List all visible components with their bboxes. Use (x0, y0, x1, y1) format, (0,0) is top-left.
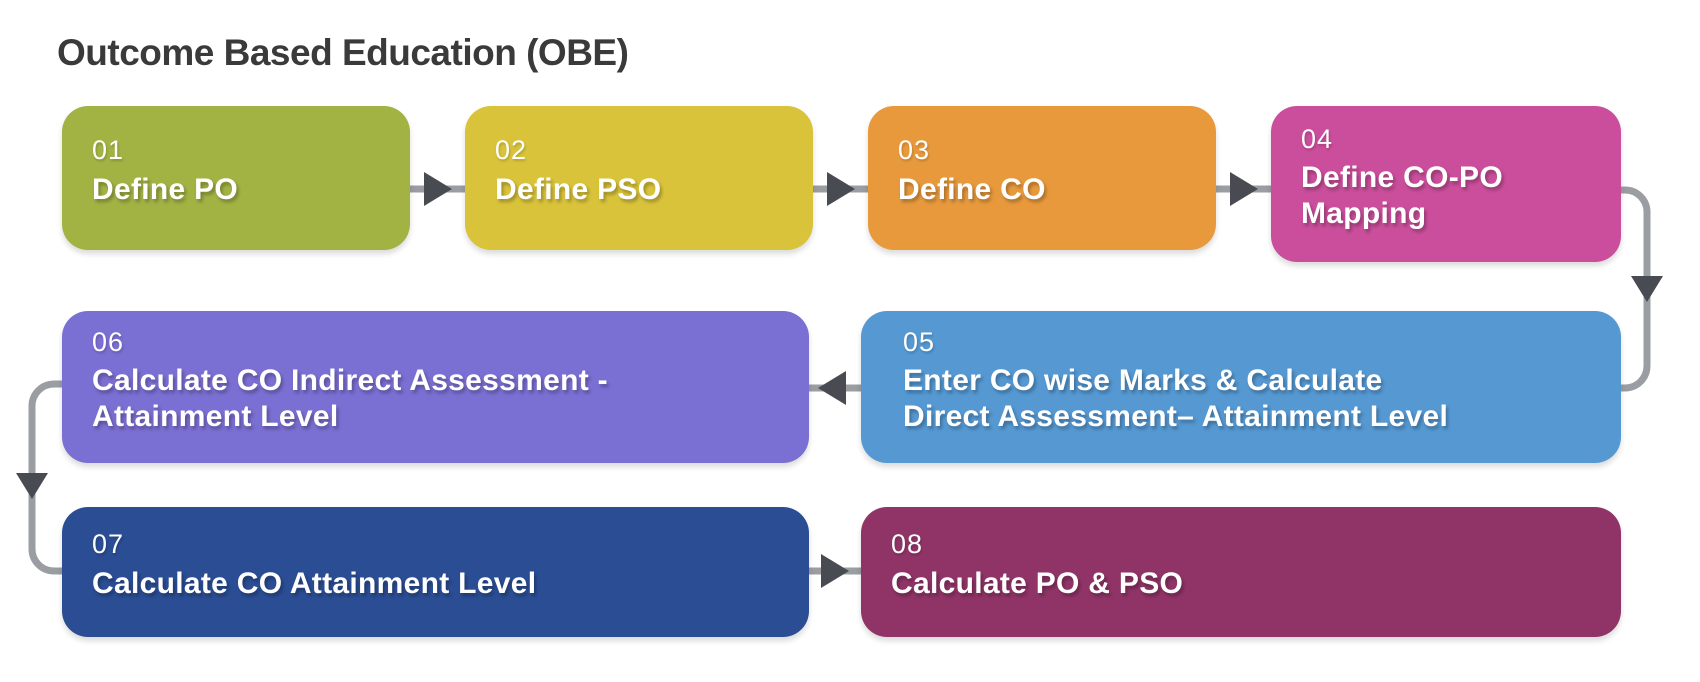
step-label: Calculate CO Attainment Level (92, 567, 537, 601)
step-box-01-define-po: 01 Define PO (62, 106, 410, 250)
step-box-04-define-co-po-mapping: 04 Define CO-PO Mapping (1271, 106, 1621, 262)
step-label: Define PO (92, 173, 239, 207)
step-box-05-enter-co-wise-marks: 05 Enter CO wise Marks & Calculate Direc… (861, 311, 1621, 463)
step-number: 06 (92, 326, 125, 357)
page-title: Outcome Based Education (OBE) (57, 32, 629, 73)
step-box-08-calculate-po-pso: 08 Calculate PO & PSO (861, 507, 1621, 637)
arrow-07-08 (807, 554, 862, 588)
step-number: 08 (891, 529, 924, 560)
step-label: Calculate PO & PSO (891, 567, 1184, 601)
arrow-03-04 (1216, 172, 1271, 206)
arrow-01-02 (410, 172, 465, 206)
step-label: Calculate CO Indirect Assessment - Attai… (92, 364, 608, 433)
step-label: Define PSO (495, 173, 662, 207)
step-box-02-define-pso: 02 Define PSO (465, 106, 813, 250)
step-label: Define CO-PO Mapping (1301, 161, 1503, 230)
step-number: 05 (903, 326, 936, 357)
step-label: Enter CO wise Marks & Calculate Direct A… (903, 364, 1449, 433)
step-number: 01 (92, 135, 125, 166)
arrow-02-03 (813, 172, 868, 206)
arrow-05-06 (806, 371, 861, 405)
step-box-07-calculate-co-attainment-level: 07 Calculate CO Attainment Level (62, 507, 809, 637)
step-box-03-define-co: 03 Define CO (868, 106, 1216, 250)
step-box-06-calculate-co-indirect-assessment: 06 Calculate CO Indirect Assessment - At… (62, 311, 809, 463)
step-number: 07 (92, 529, 125, 560)
connector-04-05 (1621, 186, 1663, 392)
step-number: 03 (898, 135, 931, 166)
step-number: 02 (495, 135, 528, 166)
step-label: Define CO (898, 173, 1046, 207)
connector-06-07 (16, 380, 62, 575)
step-number: 04 (1301, 123, 1334, 154)
